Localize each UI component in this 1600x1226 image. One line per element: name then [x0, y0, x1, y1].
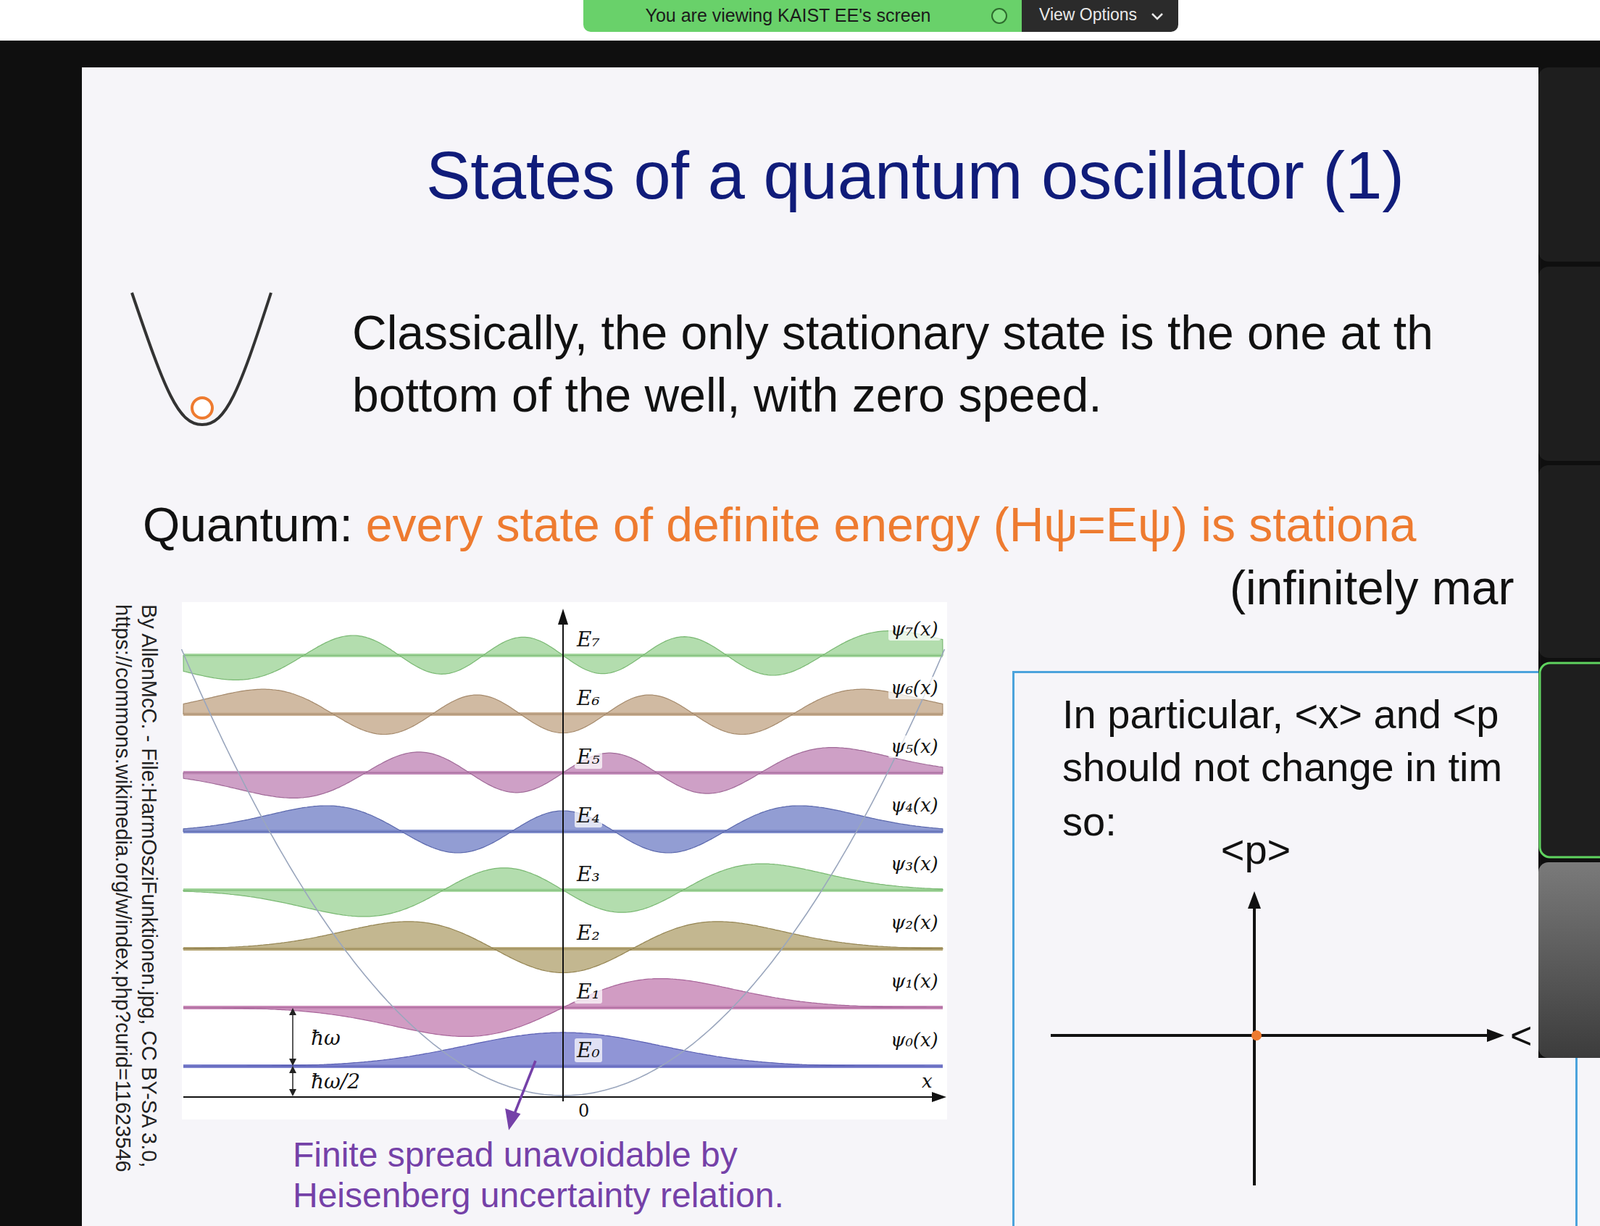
button-text: View Options: [1039, 5, 1137, 26]
phase-p-head: [1247, 891, 1261, 909]
annotation-text: Finite spread unavoidable by: [292, 1134, 738, 1177]
axis-label: <: [1510, 1013, 1532, 1058]
energy-label: E₅: [574, 744, 603, 770]
chevron: [1152, 13, 1163, 19]
video-tile: [1538, 465, 1600, 658]
box-text: In particular, <x> and <p: [1062, 689, 1499, 739]
body-text: bottom of the well, with zero speed.: [352, 366, 1103, 424]
slide-title: States of a quantum oscillator (1): [426, 135, 1405, 216]
video-tile: [1538, 67, 1600, 262]
wavefunction-label: ψ₆(x): [888, 676, 941, 700]
energy-label: E₂: [574, 921, 603, 946]
x-axis: [183, 1096, 937, 1098]
plot-ground: [181, 602, 948, 1120]
window-top: [0, 0, 1600, 41]
highlight-text: every state of definite energy (Hψ=Eψ) i…: [365, 496, 1417, 554]
view-options-button: View Options: [1021, 0, 1179, 32]
body-text: Classically, the only stationary state i…: [352, 304, 1434, 362]
axis-label: 0: [578, 1100, 590, 1122]
wavefunction-label: ψ₇(x): [888, 618, 941, 641]
phase-p-axis: [1252, 907, 1256, 1186]
hw2-arrowheads: [289, 1065, 297, 1097]
wavefunction-label: ψ₂(x): [888, 911, 941, 935]
energy-label: E₀: [574, 1038, 603, 1064]
y-arrowhead: [557, 608, 569, 625]
energy-label: E₄: [574, 803, 603, 829]
slide-ground: [81, 67, 1600, 1226]
body-text: Quantum:: [142, 496, 353, 554]
note-box: In particular, <x> and <pshould not chan…: [1012, 671, 1578, 1226]
left-black-strip: [0, 67, 82, 1226]
video-tile: [1538, 266, 1600, 461]
video-tile: [1538, 862, 1600, 1058]
share-banner: You are viewing KAIST EE's screen: [583, 0, 1022, 32]
body-text: (infinitely mar: [1229, 559, 1514, 617]
pointer-line: [513, 1060, 536, 1118]
box-text: should not change in tim: [1062, 742, 1503, 792]
image-credit: https://commons.wikimedia.org/w/index.ph…: [110, 604, 137, 1173]
energy-label: E₆: [574, 686, 603, 711]
ball: [192, 397, 213, 419]
y-axis: [562, 620, 564, 1102]
hw-arrowheads: [289, 1007, 297, 1066]
hw-dimension: [292, 1011, 294, 1063]
wavefunction-label: ψ₄(x): [888, 794, 941, 817]
energy-label: E₁: [574, 979, 603, 1005]
phase-x-axis: [1050, 1034, 1490, 1037]
wavefunction-label: ψ₁(x): [888, 970, 941, 993]
status-icon: [989, 6, 1009, 26]
banner-text: You are viewing KAIST EE's screen: [645, 4, 932, 27]
wavefunction-label: ψ₀(x): [888, 1028, 941, 1052]
wavefunction-label: ψ₅(x): [888, 735, 941, 758]
black-band: [0, 40, 1600, 68]
potential-well: [131, 292, 272, 425]
status-dot: [992, 8, 1007, 24]
phase-x-head: [1486, 1028, 1505, 1043]
axis-label: <p>: [1221, 825, 1292, 874]
energy-label: E₃: [574, 862, 603, 887]
state-dot: [1251, 1030, 1262, 1041]
box-text: so:: [1062, 797, 1117, 846]
image-credit: By AllenMcC. - File:HarmOsziFunktionen.j…: [136, 604, 163, 1168]
annotation-text: Heisenberg uncertainty relation.: [292, 1174, 785, 1217]
pointer-head: [506, 1110, 519, 1128]
energy-label: E₇: [574, 627, 603, 653]
axis-label: x: [921, 1070, 933, 1093]
video-tile-active: [1539, 663, 1600, 858]
x-arrowhead: [931, 1092, 947, 1103]
dimension-label: ħω: [310, 1026, 341, 1051]
chevron-icon: [1150, 12, 1164, 22]
dimension-label: ħω/2: [310, 1069, 361, 1095]
wavefunction-label: ψ₃(x): [888, 852, 941, 876]
